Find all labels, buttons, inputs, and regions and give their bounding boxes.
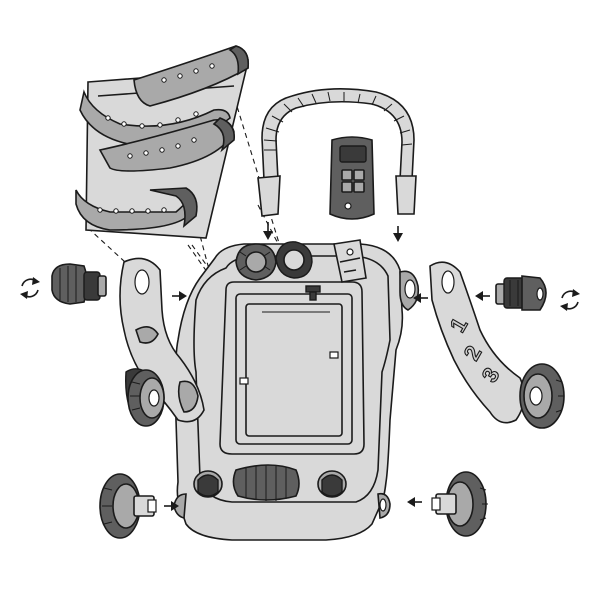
arrow-down-right-icon	[393, 226, 403, 242]
knob-right	[495, 275, 547, 311]
arrow-right-leg-icon	[172, 291, 187, 301]
arrow-right-wheel-icon	[164, 501, 179, 511]
wheel-left-bottom	[99, 473, 157, 539]
wheel-right-bottom	[431, 471, 488, 537]
rotate-counterclockwise-icon	[20, 277, 40, 299]
knob-left	[51, 263, 107, 305]
arrow-left-knob-icon	[475, 291, 490, 301]
handle-bar	[257, 88, 417, 217]
top-rollers	[235, 241, 313, 281]
wheel-left-top	[127, 369, 165, 427]
phone-toy	[329, 136, 375, 220]
phone-clip	[333, 239, 367, 283]
arrow-left-wheel-icon	[407, 497, 422, 507]
play-tray	[75, 45, 250, 239]
bottom-rollers	[193, 464, 347, 501]
screen-panel	[219, 281, 365, 455]
rotate-clockwise-icon	[560, 289, 580, 311]
assembly-arrows	[164, 222, 490, 511]
arrow-left-leg-icon	[413, 293, 428, 303]
arrow-down-left-icon	[263, 222, 273, 240]
wheel-right-top	[519, 363, 565, 429]
